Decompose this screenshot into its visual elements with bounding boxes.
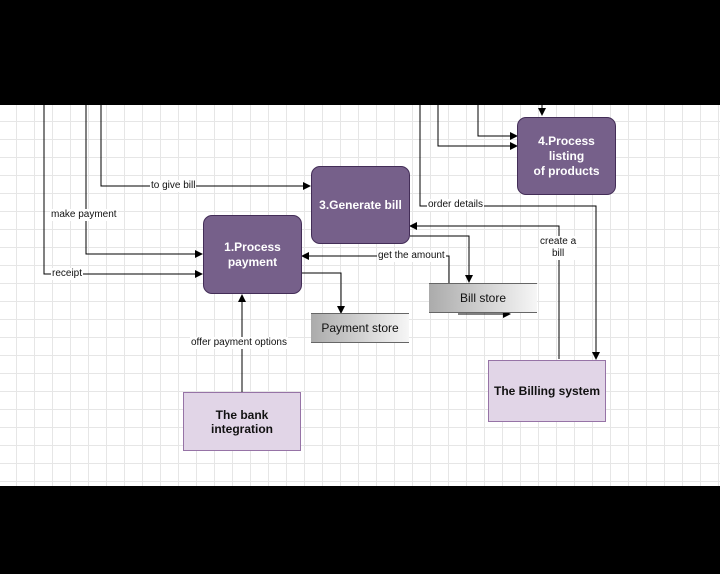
flow-order-details <box>419 105 600 360</box>
process-process-payment[interactable]: 1.Process payment <box>203 215 302 294</box>
process-generate-bill[interactable]: 3.Generate bill <box>311 166 410 244</box>
flow-get-the-amount <box>301 252 450 283</box>
label-get-the-amount: get the amount <box>377 250 446 262</box>
label-offer-payment-options: offer payment options <box>190 337 288 349</box>
label-create-a-bill: create a bill <box>539 236 578 260</box>
process-listing-of-products[interactable]: 4.Process listing of products <box>517 117 616 195</box>
store-bill-label: Bill store <box>459 291 506 305</box>
connector-layer <box>43 105 600 393</box>
label-make-payment: make payment <box>50 209 118 221</box>
flow-into-listing-a <box>477 105 518 140</box>
label-to-give-bill: to give bill <box>150 180 197 192</box>
flow-make-payment <box>85 105 203 258</box>
flow-into-listing-b <box>437 105 518 150</box>
flow-payment-to-store <box>302 272 345 314</box>
store-bill[interactable]: Bill store <box>429 283 537 313</box>
flow-to-give-bill <box>100 105 311 190</box>
diagram-canvas: 3.Generate bill 1.Process payment 4.Proc… <box>0 105 720 486</box>
flow-receipt <box>43 105 203 278</box>
entity-billing-system[interactable]: The Billing system <box>488 360 606 422</box>
label-receipt: receipt <box>51 268 84 280</box>
entity-bank-integration[interactable]: The bank integration <box>183 392 301 451</box>
label-order-details: order details <box>427 199 485 211</box>
store-payment[interactable]: Payment store <box>311 313 409 343</box>
flow-create-a-bill <box>409 222 560 359</box>
flow-bill-to-store <box>410 235 473 283</box>
